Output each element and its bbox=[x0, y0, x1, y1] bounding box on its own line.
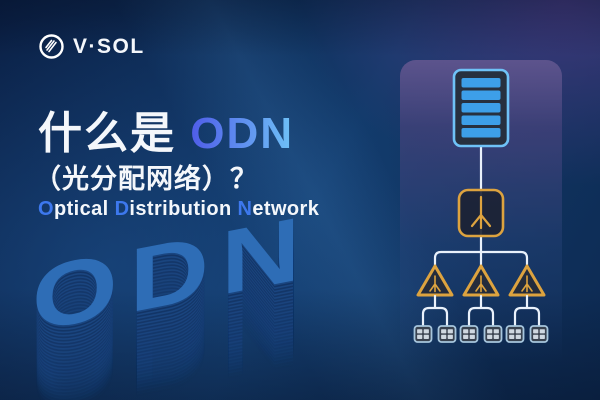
odn-3d-text: ODN bbox=[32, 195, 313, 352]
olt-server-icon bbox=[452, 68, 510, 148]
onu-icon bbox=[437, 325, 457, 343]
odn-topology-diagram bbox=[413, 68, 549, 343]
onu-icon bbox=[483, 325, 503, 343]
logo-text: V·SOL bbox=[73, 34, 145, 58]
sub-splitter-icon bbox=[508, 264, 546, 328]
subtitle-cn: （光分配网络）？ bbox=[34, 164, 258, 194]
eng-seg-istribution: istribution bbox=[129, 198, 238, 220]
eng-seg-etwork: etwork bbox=[252, 198, 320, 220]
vsol-logo: V·SOL bbox=[38, 33, 145, 60]
page-title: 什么是 ODN bbox=[38, 97, 294, 161]
onu-icon bbox=[529, 325, 549, 343]
eng-seg-d: D bbox=[114, 198, 130, 220]
odn-topology-panel bbox=[400, 60, 562, 396]
title-cn: 什么是 bbox=[38, 109, 191, 158]
onu-icon bbox=[505, 325, 525, 343]
onu-icon bbox=[413, 325, 433, 343]
vsol-logo-icon bbox=[39, 34, 64, 59]
optical-splitter-icon bbox=[457, 188, 505, 238]
title-odn-highlight: ODN bbox=[190, 109, 295, 158]
onu-icon bbox=[459, 325, 479, 343]
eng-seg-n: N bbox=[237, 198, 253, 220]
sub-splitter-icon bbox=[462, 264, 500, 328]
sub-splitter-icon bbox=[416, 264, 454, 328]
eng-seg-o: O bbox=[38, 198, 54, 220]
english-subtitle: Optical Distribution Network bbox=[38, 198, 319, 221]
eng-seg-ptical: ptical bbox=[53, 198, 115, 220]
